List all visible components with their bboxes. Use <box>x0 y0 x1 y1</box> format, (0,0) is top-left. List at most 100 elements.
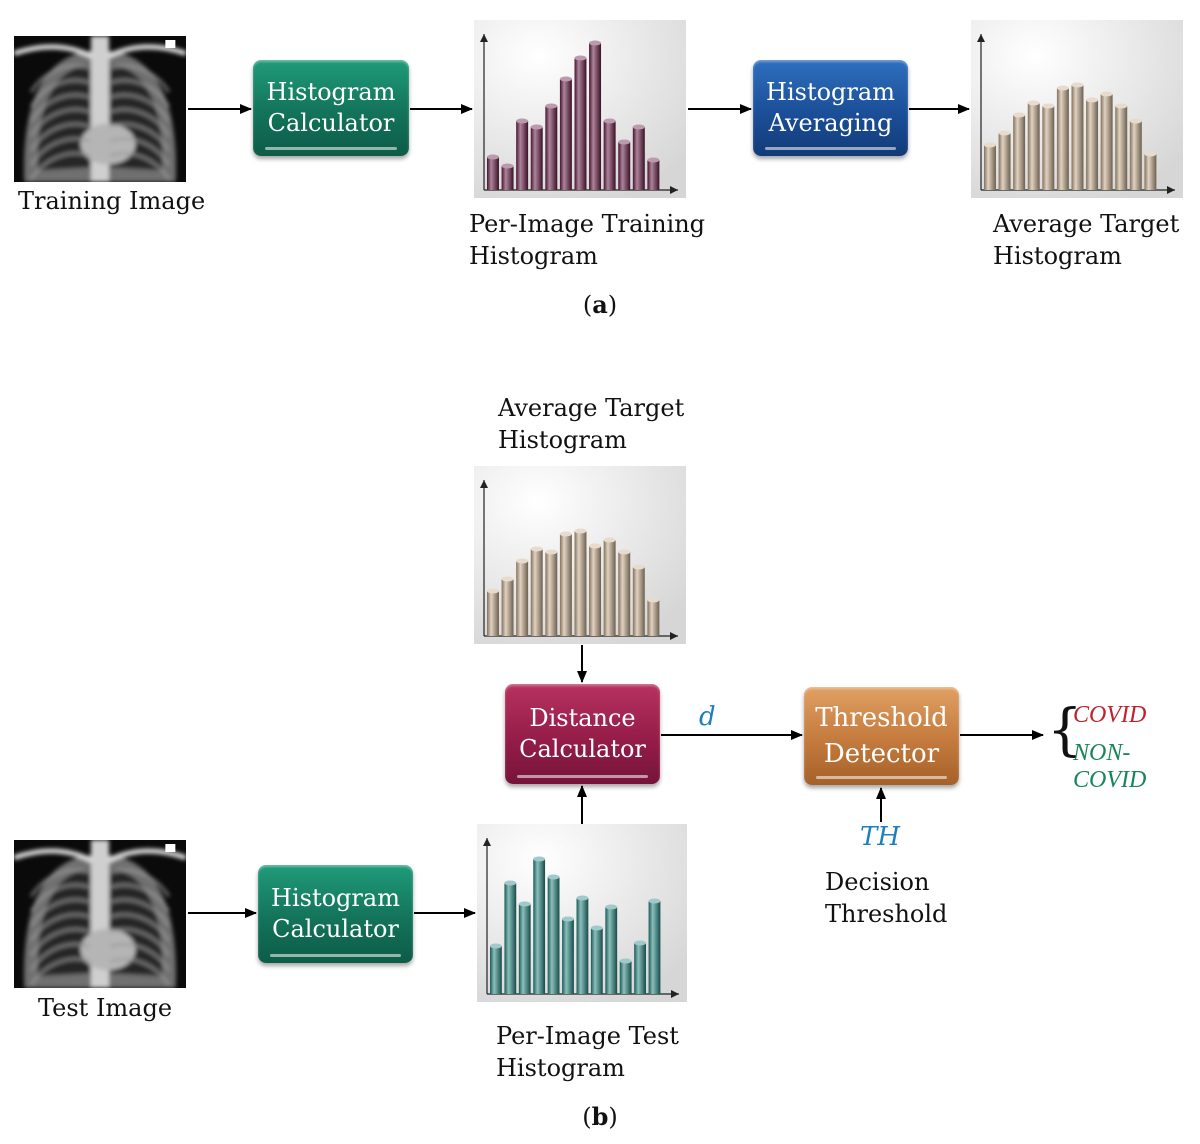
histogram-bar <box>487 157 499 190</box>
histogram-bar-cap <box>589 543 602 549</box>
histogram-bar <box>1115 106 1128 190</box>
histogram-bar <box>998 133 1011 190</box>
threshold-detector-label: Threshold Detector <box>815 703 948 769</box>
histogram-bar-cap <box>648 898 661 904</box>
threshold-symbol: TH <box>860 822 901 852</box>
decision-threshold-label: Decision Threshold <box>825 868 948 928</box>
histogram-bar <box>545 552 558 636</box>
histogram-averaging-box: Histogram Averaging <box>753 60 908 156</box>
per-image-training-histogram-label: Per-Image Training Histogram <box>469 210 706 270</box>
histogram-bar <box>1071 85 1084 190</box>
histogram-bar-cap <box>545 549 558 555</box>
histogram-bar-cap <box>504 880 517 886</box>
histogram-bar-cap <box>618 139 631 145</box>
histogram-bar-cap <box>632 124 645 130</box>
histogram-bar <box>605 907 618 994</box>
histogram-bar-cap <box>647 157 660 163</box>
histogram-bar-cap <box>490 943 502 949</box>
histogram-calculator-box-b: Histogram Calculator <box>258 865 413 963</box>
histogram-bar <box>559 534 572 636</box>
histogram-bar-cap <box>547 874 560 880</box>
distance-calculator-box: Distance Calculator <box>505 684 660 784</box>
histogram-bar-cap <box>576 895 589 901</box>
per-image-test-histogram-label: Per-Image Test Histogram <box>496 1022 679 1082</box>
histogram-bar-cap <box>590 925 603 931</box>
histogram-bar-cap <box>1013 112 1026 118</box>
histogram-bar-cap <box>559 76 572 82</box>
histogram-bar <box>516 121 529 190</box>
histogram-calculator-label-b: Histogram Calculator <box>271 884 400 943</box>
histogram-bar <box>516 561 529 636</box>
histogram-bar <box>501 166 514 190</box>
histogram-bar <box>984 145 996 190</box>
histogram-bar <box>619 961 632 994</box>
histogram-bar-cap <box>619 958 632 964</box>
histogram-svg <box>474 466 686 644</box>
histogram-bar <box>648 901 661 994</box>
histogram-bar-cap <box>530 124 543 130</box>
histogram-bar <box>1086 100 1099 190</box>
histogram-bar <box>574 58 587 190</box>
test-xray-image <box>14 840 186 988</box>
xray-drawing <box>14 840 186 988</box>
histogram-bar-cap <box>487 154 499 160</box>
average-target-histogram-b <box>474 466 686 644</box>
result-brace: { <box>1047 698 1083 763</box>
histogram-bar <box>603 540 616 636</box>
histogram-svg <box>971 20 1183 198</box>
histogram-bar <box>632 127 645 190</box>
histogram-bar-cap <box>516 118 529 124</box>
result-non-covid: NON-COVID <box>1073 740 1147 793</box>
histogram-calculator-box-a: Histogram Calculator <box>253 60 409 156</box>
histogram-bar <box>1056 88 1069 190</box>
histogram-bar-cap <box>1071 82 1084 88</box>
histogram-bar-cap <box>605 904 618 910</box>
histogram-bar <box>487 591 499 636</box>
histogram-bar <box>647 160 660 190</box>
threshold-detector-box: Threshold Detector <box>804 687 959 785</box>
histogram-bar <box>1100 94 1113 190</box>
histogram-bar-cap <box>487 588 499 594</box>
histogram-bar <box>547 877 560 994</box>
histogram-bar-cap <box>1115 103 1128 109</box>
per-image-training-histogram <box>474 20 686 198</box>
caption-b: (b) <box>582 1102 618 1131</box>
histogram-bar <box>576 898 589 994</box>
xray-drawing <box>14 36 186 182</box>
histogram-bar <box>632 567 645 636</box>
histogram-bar-cap <box>1129 118 1142 124</box>
histogram-bar-cap <box>574 55 587 61</box>
histogram-bar <box>1013 115 1026 190</box>
histogram-bar <box>574 531 587 636</box>
training-xray-image <box>14 36 186 182</box>
histogram-svg <box>474 20 686 198</box>
training-image-label: Training Image <box>18 187 206 215</box>
histogram-bar <box>1027 103 1040 190</box>
histogram-bar <box>490 946 502 994</box>
histogram-bar-cap <box>603 537 616 543</box>
histogram-svg <box>477 824 687 1002</box>
histogram-bar <box>603 121 616 190</box>
histogram-bar-cap <box>998 130 1011 136</box>
result-covid: COVID <box>1073 702 1147 728</box>
histogram-bar-cap <box>562 916 574 922</box>
histogram-bar-cap <box>589 40 602 46</box>
histogram-bar <box>634 943 646 994</box>
histogram-bar-cap <box>501 163 514 169</box>
histogram-bar-cap <box>1100 91 1113 97</box>
average-target-histogram-label-a: Average Target Histogram <box>993 210 1180 270</box>
histogram-bar <box>1144 154 1157 190</box>
histogram-bar <box>518 904 531 994</box>
histogram-bar <box>1129 121 1142 190</box>
histogram-bar <box>618 552 631 636</box>
histogram-bar-cap <box>1086 97 1099 103</box>
histogram-bar <box>618 142 631 190</box>
average-target-histogram-a <box>971 20 1183 198</box>
histogram-bar-cap <box>618 549 631 555</box>
histogram-bar <box>647 600 660 636</box>
histogram-bar <box>533 859 546 994</box>
histogram-bar-cap <box>518 901 531 907</box>
histogram-bar <box>559 79 572 190</box>
histogram-calculator-label-a: Histogram Calculator <box>266 78 396 137</box>
average-target-histogram-label-b: Average Target Histogram <box>498 394 685 454</box>
